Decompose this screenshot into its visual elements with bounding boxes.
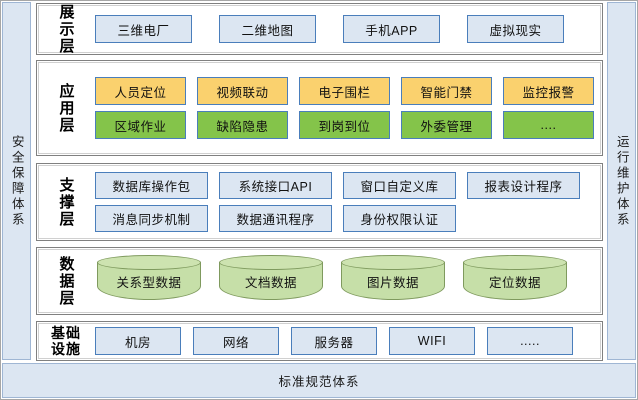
layer-support-row-1: 数据库操作包 系统接口API 窗口自定义库 报表设计程序: [95, 172, 596, 199]
node-monitoring-alarm[interactable]: 监控报警: [503, 77, 594, 105]
node-machine-room[interactable]: 机房: [95, 327, 181, 355]
cylinder-top-icon: [463, 255, 567, 270]
sidebar-right-label: 运行维护体系: [614, 134, 629, 228]
layer-presentation-label: 展示层: [57, 3, 75, 55]
bottom-bar-label: 标准规范体系: [278, 375, 360, 389]
layer-data-row-1: 关系型数据 文档数据 图片数据 定位数据: [95, 255, 596, 307]
node-wifi[interactable]: WIFI: [389, 327, 475, 355]
node-on-post-in-place[interactable]: 到岗到位: [299, 111, 390, 139]
node-infrastructure-more[interactable]: .....: [487, 327, 573, 355]
layer-presentation-row-1: 三维电厂 二维地图 手机APP 虚拟现实: [95, 15, 596, 43]
node-defect-hazard[interactable]: 缺陷隐患: [197, 111, 288, 139]
node-smart-access-control[interactable]: 智能门禁: [401, 77, 492, 105]
layer-support: 支撑层 数据库操作包 系统接口API 窗口自定义库 报表设计程序 消息同步机制 …: [36, 163, 603, 241]
node-data-communication-program[interactable]: 数据通讯程序: [219, 205, 332, 232]
node-window-custom-library[interactable]: 窗口自定义库: [343, 172, 456, 199]
node-system-interface-api[interactable]: 系统接口API: [219, 172, 332, 199]
node-area-operation[interactable]: 区域作业: [95, 111, 186, 139]
layer-presentation: 展示层 三维电厂 二维地图 手机APP 虚拟现实: [36, 3, 603, 55]
layer-infrastructure-label: 基础 设施: [37, 325, 95, 357]
layer-application-row-1: 人员定位 视频联动 电子围栏 智能门禁 监控报警: [95, 77, 596, 105]
node-database-operation-package[interactable]: 数据库操作包: [95, 172, 208, 199]
layer-data-label: 数据层: [57, 255, 75, 307]
sidebar-security-assurance: 安全保障体系: [2, 2, 31, 360]
cylinder-top-icon: [341, 255, 445, 270]
node-electronic-fence[interactable]: 电子围栏: [299, 77, 390, 105]
database-cylinder-document[interactable]: 文档数据: [219, 255, 323, 307]
layer-application-row-2: 区域作业 缺陷隐患 到岗到位 外委管理 ....: [95, 111, 596, 139]
node-outsourcing-management[interactable]: 外委管理: [401, 111, 492, 139]
layer-presentation-body: 三维电厂 二维地图 手机APP 虚拟现实: [95, 15, 602, 43]
bottom-bar-standards-system: 标准规范体系: [2, 363, 636, 398]
node-personnel-positioning[interactable]: 人员定位: [95, 77, 186, 105]
database-cylinder-positioning[interactable]: 定位数据: [463, 255, 567, 307]
database-cylinder-relational[interactable]: 关系型数据: [97, 255, 201, 307]
node-video-linkage[interactable]: 视频联动: [197, 77, 288, 105]
node-mobile-app[interactable]: 手机APP: [343, 15, 440, 43]
layer-data-body: 关系型数据 文档数据 图片数据 定位数据: [95, 255, 602, 307]
node-network[interactable]: 网络: [193, 327, 279, 355]
node-2d-map[interactable]: 二维地图: [219, 15, 316, 43]
layer-infrastructure-row-1: 机房 网络 服务器 WIFI .....: [95, 327, 596, 355]
layer-infrastructure: 基础 设施 机房 网络 服务器 WIFI .....: [36, 321, 603, 361]
layer-data: 数据层 关系型数据 文档数据 图片数据: [36, 247, 603, 315]
layer-application-body: 人员定位 视频联动 电子围栏 智能门禁 监控报警 区域作业 缺陷隐患 到岗到位 …: [95, 77, 602, 139]
sidebar-left-label: 安全保障体系: [9, 134, 24, 228]
layer-infrastructure-label-text: 基础 设施: [51, 324, 81, 357]
layer-support-row-2: 消息同步机制 数据通讯程序 身份权限认证: [95, 205, 596, 232]
node-identity-authorization[interactable]: 身份权限认证: [343, 205, 456, 232]
cylinder-top-icon: [219, 255, 323, 270]
node-server[interactable]: 服务器: [291, 327, 377, 355]
node-message-sync-mechanism[interactable]: 消息同步机制: [95, 205, 208, 232]
database-cylinder-image[interactable]: 图片数据: [341, 255, 445, 307]
cylinder-top-icon: [97, 255, 201, 270]
layer-support-body: 数据库操作包 系统接口API 窗口自定义库 报表设计程序 消息同步机制 数据通讯…: [95, 172, 602, 232]
layer-support-label: 支撑层: [57, 176, 75, 228]
layer-application: 应用层 人员定位 视频联动 电子围栏 智能门禁 监控报警 区域作业 缺陷隐患 到…: [36, 60, 603, 156]
sidebar-operations-maintenance: 运行维护体系: [607, 2, 636, 360]
node-application-more[interactable]: ....: [503, 111, 594, 139]
node-virtual-reality[interactable]: 虚拟现实: [467, 15, 564, 43]
node-report-design-program[interactable]: 报表设计程序: [467, 172, 580, 199]
layer-infrastructure-body: 机房 网络 服务器 WIFI .....: [95, 327, 602, 355]
layer-application-label: 应用层: [57, 82, 75, 134]
node-3d-power-plant[interactable]: 三维电厂: [95, 15, 192, 43]
